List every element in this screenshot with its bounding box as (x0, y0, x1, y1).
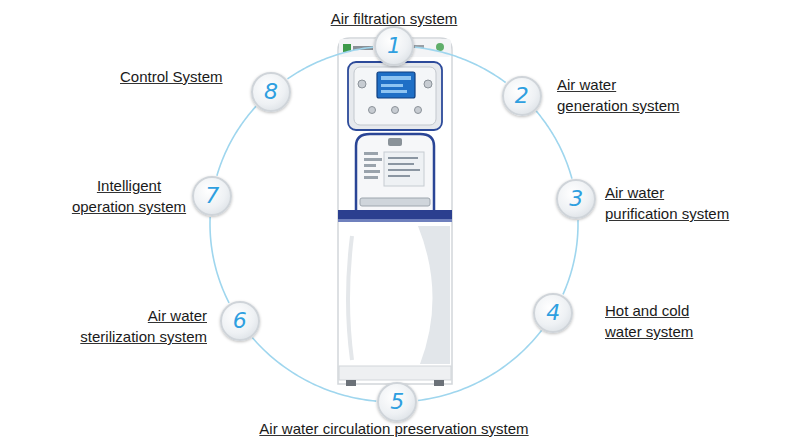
cabinet-shading (418, 226, 450, 364)
callout-number: 5 (390, 391, 404, 413)
dispensing-alcove (356, 134, 434, 210)
info-line (364, 152, 378, 155)
control-panel-inner (354, 67, 436, 125)
circle-arc (415, 47, 506, 82)
info-line (364, 176, 378, 179)
cabinet-curve (348, 236, 352, 360)
dispenser-base (339, 366, 451, 380)
circle-arc (288, 47, 374, 79)
blue-band (338, 210, 452, 219)
lcd-line (381, 76, 411, 80)
info-line (364, 164, 376, 167)
number-badge: 1 (374, 26, 414, 66)
number-badge: 4 (533, 293, 573, 333)
dispenser-body (338, 38, 452, 384)
info-line (388, 169, 420, 171)
dispenser-foot (346, 380, 356, 386)
blue-band-edge (338, 219, 452, 222)
callout-number: 4 (546, 302, 560, 324)
callout-number: 1 (387, 35, 401, 57)
info-line (364, 170, 380, 173)
circle-arc (210, 217, 229, 303)
panel-button (424, 80, 432, 88)
lcd-screen (377, 72, 415, 98)
system-label: Control System (120, 66, 250, 87)
callout-number: 2 (515, 85, 529, 107)
number-badge: 5 (377, 382, 417, 422)
number-badge: 7 (192, 176, 232, 216)
panel-button (415, 107, 422, 114)
system-label: Air water circulation preservation syste… (194, 418, 594, 439)
circle-arc (252, 338, 376, 402)
info-sticker (384, 152, 424, 186)
info-line (364, 158, 382, 161)
circle-arc (563, 220, 578, 294)
number-badge: 3 (556, 179, 596, 219)
callout-number: 3 (569, 188, 583, 210)
system-label: Air water purification system (605, 182, 734, 224)
callout-number: 7 (205, 185, 219, 207)
info-line (388, 163, 414, 165)
system-label: Hot and cold water system (605, 300, 700, 342)
callout-number: 6 (233, 310, 247, 332)
lcd-line (381, 84, 403, 87)
number-badge: 8 (251, 72, 291, 112)
number-badge: 2 (502, 76, 542, 116)
circle-arc (217, 106, 256, 175)
panel-button (358, 80, 366, 88)
circle-arc (536, 111, 572, 179)
lcd-line (381, 90, 407, 93)
panel-button (369, 107, 376, 114)
brand-logo (436, 43, 444, 51)
dispenser-foot (434, 380, 444, 386)
system-label: Intelligent operation system (68, 175, 190, 217)
callout-number: 8 (264, 81, 278, 103)
system-label: Air filtration system (244, 8, 544, 29)
info-line (388, 175, 410, 177)
panel-button (392, 107, 399, 114)
control-panel (348, 62, 442, 130)
system-label: Air water sterilization system (75, 305, 207, 347)
tap (388, 138, 402, 146)
info-line (388, 157, 418, 159)
drip-tray (360, 198, 430, 206)
circle-arc (418, 330, 541, 400)
system-label: Air water generation system (557, 74, 685, 116)
number-badge: 6 (220, 301, 260, 341)
